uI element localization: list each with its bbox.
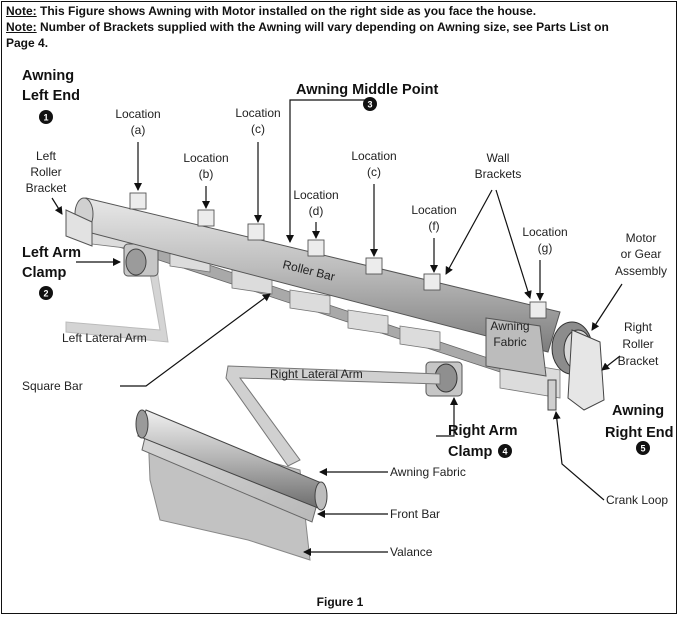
note-text: Number of Brackets supplied with the Awn…: [36, 20, 609, 34]
location-g-label: Location: [522, 225, 567, 239]
middle-point-number-badge: [363, 97, 377, 111]
right-clamp-heading-2: Clamp: [448, 444, 492, 460]
location-c2-label: Location: [351, 149, 396, 163]
left-end-number-badge: [39, 110, 53, 124]
motor-label-3: Assembly: [615, 264, 667, 278]
left-clamp-heading-2: Clamp: [22, 265, 66, 281]
left-end-number: 1: [44, 113, 49, 123]
right-end-heading-1: Awning: [612, 403, 664, 419]
left-end-heading-2: Left End: [22, 88, 80, 104]
front-bar-assembly: [135, 409, 328, 561]
crank-loop-label: Crank Loop: [606, 493, 668, 507]
right-clamp-number: 4: [503, 447, 508, 457]
right-end-number: 5: [641, 444, 646, 454]
awning-fabric-label: Awning Fabric: [390, 465, 466, 479]
left-roller-label-2: Roller: [30, 165, 61, 179]
wall-brackets: [129, 192, 547, 319]
location-f-letter: (f): [428, 219, 439, 233]
left-lateral-arm-label: Left Lateral Arm: [62, 331, 147, 345]
left-clamp-number-badge: [39, 286, 53, 300]
right-clamp-heading-1: Right Arm: [448, 423, 518, 439]
location-g-letter: (g): [538, 241, 553, 255]
right-clamp-number-badge: [498, 444, 512, 458]
awning-fabric-inner-1: Awning: [490, 319, 529, 333]
right-roller-label-1: Right: [624, 320, 653, 334]
wall-brackets-label-2: Brackets: [475, 167, 522, 181]
wall-brackets-label-1: Wall: [487, 151, 510, 165]
location-a-letter: (a): [131, 123, 146, 137]
right-lateral-arm: [225, 365, 441, 467]
right-end-assembly: [485, 317, 605, 411]
note-text: This Figure shows Awning with Motor inst…: [36, 4, 537, 18]
location-f-label: Location: [411, 203, 456, 217]
motor-label-2: or Gear: [621, 247, 662, 261]
left-roller-label-1: Left: [36, 149, 57, 163]
location-c1-label: Location: [235, 106, 280, 120]
square-bar-label: Square Bar: [22, 379, 83, 393]
right-lateral-arm-label: Right Lateral Arm: [270, 367, 363, 381]
location-d-letter: (d): [309, 204, 324, 218]
note-prefix: Note:: [6, 4, 37, 18]
left-clamp-number: 2: [44, 289, 49, 299]
left-clamp-heading-1: Left Arm: [22, 245, 81, 261]
note-brackets-cont: Page 4.: [6, 36, 49, 50]
left-arm-clamp-part: [123, 243, 159, 277]
location-a-label: Location: [115, 107, 160, 121]
awning-fabric-inner-2: Fabric: [493, 335, 526, 349]
right-end-heading-2: Right End: [605, 425, 673, 441]
right-roller-label-3: Bracket: [618, 354, 659, 368]
location-d-label: Location: [293, 188, 338, 202]
note-brackets: Note: Number of Brackets supplied with t…: [6, 20, 609, 35]
front-bar-label: Front Bar: [390, 507, 440, 521]
left-roller-bracket-part: [65, 209, 93, 247]
valance-label: Valance: [390, 545, 433, 559]
right-end-number-badge: [636, 441, 650, 455]
location-b-label: Location: [183, 151, 228, 165]
motor-label-1: Motor: [626, 231, 657, 245]
left-end-heading-1: Awning: [22, 68, 74, 84]
figure-caption: Figure 1: [317, 595, 364, 609]
left-roller-label-3: Bracket: [26, 181, 67, 195]
note-prefix: Note:: [6, 20, 37, 34]
middle-point-heading: Awning Middle Point: [296, 82, 438, 98]
leader-lines: [51, 99, 623, 556]
right-roller-label-2: Roller: [622, 337, 653, 351]
location-b-letter: (b): [199, 167, 214, 181]
middle-point-number: 3: [368, 100, 373, 110]
location-c1-letter: (c): [251, 122, 265, 136]
note-motor: Note: This Figure shows Awning with Moto…: [6, 4, 536, 19]
location-c2-letter: (c): [367, 165, 381, 179]
